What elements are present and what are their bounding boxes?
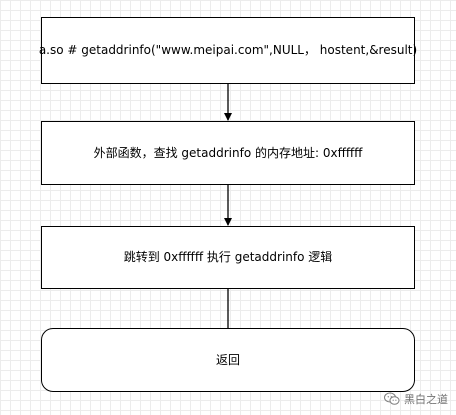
flow-step-return: 返回 — [41, 328, 415, 392]
watermark: 黑白之道 — [384, 391, 448, 407]
flow-step-label: a.so # getaddrinfo("www.meipai.com",NULL… — [38, 43, 418, 57]
wechat-icon — [384, 392, 400, 405]
flow-step-label: 外部函数，查找 getaddrinfo 的内存地址: 0xffffff — [93, 145, 363, 160]
flow-step-label: 返回 — [215, 352, 240, 367]
watermark-text: 黑白之道 — [404, 393, 448, 406]
flow-step-lookup-address: 外部函数，查找 getaddrinfo 的内存地址: 0xffffff — [41, 121, 415, 185]
flow-step-label: 跳转到 0xffffff 执行 getaddrinfo 逻辑 — [123, 250, 333, 264]
flow-step-call-getaddrinfo: a.so # getaddrinfo("www.meipai.com",NULL… — [38, 17, 418, 84]
flow-step-jump-execute: 跳转到 0xffffff 执行 getaddrinfo 逻辑 — [41, 226, 415, 289]
